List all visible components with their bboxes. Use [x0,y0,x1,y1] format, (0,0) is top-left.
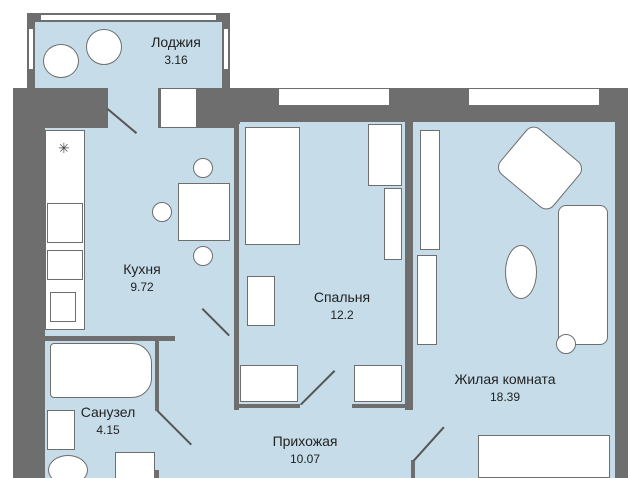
bedroom-wall-left [234,120,239,410]
chair-icon [193,158,213,178]
rack-icon [247,276,275,326]
desk-icon [368,124,402,186]
room-name: Жилая комната [454,371,556,387]
kitchen-window [160,88,197,128]
room-name: Кухня [123,261,161,277]
room-area: 18.39 [489,390,521,404]
dining-table-icon [178,183,230,241]
coffee-table-icon [505,245,537,299]
wardrobe-icon [240,365,298,402]
hood-icon: ✳ [58,140,70,156]
loggia-window-left [28,28,34,70]
room-name: Прихожая [272,433,338,449]
sofa-icon [558,205,608,345]
bookshelf-icon [417,255,437,345]
room-area: 4.15 [96,423,120,437]
living-window [468,88,600,106]
bedroom-window [278,88,390,106]
room-name: Санузел [80,404,136,420]
chair-icon [193,246,213,266]
round-table-icon [86,29,122,65]
living-wall-lower [411,460,415,478]
toilet-icon [48,455,88,478]
bathroom-wall-top [45,336,175,341]
hob-icon [47,250,83,280]
room-name: Спальня [313,289,371,305]
bathroom-wall-right-lower [155,470,159,478]
room-area: 10.07 [289,452,321,466]
room-label-bedroom: Спальня 12.2 [314,288,370,324]
tv-stand-icon [420,130,440,250]
room-label-hallway: Прихожая 10.07 [273,432,338,468]
room-label-living: Жилая комната 18.39 [454,370,555,406]
bedroom-wall-bottom-left [234,404,300,408]
chair-icon [152,202,172,222]
room-name: Лоджия [151,34,201,50]
stove-icon [47,203,83,243]
room-label-loggia: Лоджия 3.16 [151,33,201,69]
wardrobe-icon [354,365,402,402]
loggia-window-top [40,14,217,21]
washing-machine-icon [115,452,155,478]
floor-lamp-icon [556,334,576,354]
bathtub-icon [50,343,152,398]
armchair-icon [43,44,79,78]
kitchen-sink-icon [50,292,76,322]
room-area: 12.2 [330,308,354,322]
bed-icon [245,127,300,245]
room-label-kitchen: Кухня 9.72 [123,260,160,296]
kitchen-entry-floor [108,88,158,133]
bookshelf-icon [384,188,402,260]
room-label-bathroom: Санузел 4.15 [81,403,136,439]
room-area: 3.16 [164,53,188,67]
room-area: 9.72 [130,280,154,294]
living-floor-top [413,122,615,132]
wardrobe-icon [478,435,610,478]
washbasin-icon [47,410,75,450]
bedroom-wall-bottom-right [352,404,412,408]
bathroom-wall-right [155,336,159,411]
bedroom-wall-right [405,120,413,410]
loggia-window-right [223,28,229,70]
